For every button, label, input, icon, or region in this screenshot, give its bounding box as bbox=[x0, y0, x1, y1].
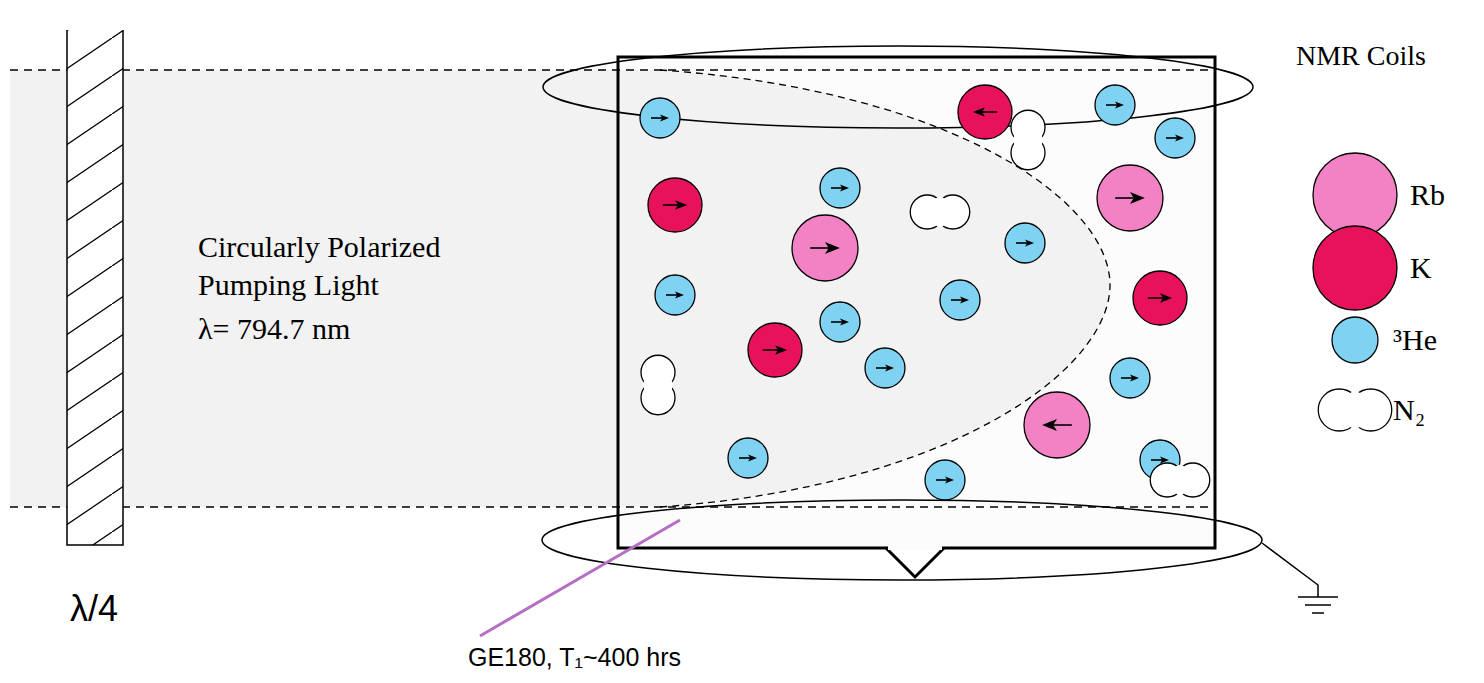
spin-arrowhead bbox=[1130, 374, 1139, 381]
atoms bbox=[640, 85, 1210, 500]
spin-arrowhead bbox=[660, 114, 669, 121]
spin-arrow bbox=[1051, 424, 1072, 426]
waveplate-label: λ/4 bbox=[70, 586, 118, 631]
k-atom bbox=[958, 85, 1012, 139]
spin-arrowhead bbox=[825, 242, 840, 254]
he-atom bbox=[1005, 223, 1045, 263]
beam-edge bbox=[10, 69, 1215, 70]
he-atom bbox=[640, 98, 680, 138]
ground-symbol bbox=[1312, 612, 1324, 614]
n2-overlap bbox=[1013, 132, 1044, 149]
spin-arrow bbox=[876, 367, 889, 369]
spin-arrowhead bbox=[840, 318, 849, 325]
k-atom bbox=[1133, 271, 1187, 325]
cell-wall bbox=[618, 57, 1215, 548]
spin-arrow bbox=[1115, 197, 1136, 199]
legend-marks bbox=[1313, 153, 1397, 431]
spin-arrow bbox=[810, 247, 831, 249]
spin-arrowhead bbox=[675, 291, 684, 298]
legend-text: ³He bbox=[1393, 321, 1437, 359]
spin-arrowhead bbox=[1115, 101, 1124, 108]
n2-overlap bbox=[932, 197, 949, 228]
spin-arrowhead bbox=[973, 107, 985, 117]
spin-arrowhead bbox=[1130, 192, 1145, 204]
pump-profile bbox=[660, 70, 1110, 507]
n2-overlap bbox=[1345, 391, 1366, 429]
legend-swatch bbox=[1313, 226, 1397, 310]
spin-arrow bbox=[1016, 242, 1029, 244]
n2-overlap bbox=[643, 377, 674, 394]
legend-text: N₂ bbox=[1393, 391, 1425, 429]
spin-arrow bbox=[1166, 137, 1179, 139]
spin-arrowhead bbox=[885, 364, 894, 371]
spin-arrow bbox=[739, 457, 752, 459]
beam-edge bbox=[10, 506, 1215, 507]
spin-arrow bbox=[763, 349, 780, 351]
waveplate bbox=[67, 30, 123, 545]
spin-arrow bbox=[1106, 104, 1119, 106]
spin-arrow bbox=[951, 299, 964, 301]
he-atom bbox=[820, 302, 860, 342]
waveplate-hatch bbox=[67, 30, 123, 545]
spin-arrow bbox=[980, 111, 997, 113]
he-atom bbox=[1110, 358, 1150, 398]
legend-swatch bbox=[1332, 317, 1378, 363]
wavelength-label: λ= 794.7 nm bbox=[198, 310, 350, 348]
cell-interior bbox=[618, 57, 1215, 548]
cell-label: GE180, T₁~400 hrs bbox=[468, 642, 681, 673]
spin-arrow bbox=[651, 117, 664, 119]
spin-arrowhead bbox=[775, 345, 787, 355]
beam-label: Circularly Polarized Pumping Light bbox=[198, 228, 548, 303]
spin-arrowhead bbox=[945, 476, 954, 483]
ground-wire bbox=[1262, 543, 1318, 597]
spin-arrow bbox=[936, 479, 949, 481]
he-atom bbox=[865, 348, 905, 388]
spin-arrow bbox=[663, 204, 680, 206]
rb-atom bbox=[1097, 165, 1163, 231]
rb-atom bbox=[1024, 392, 1090, 458]
spin-arrow bbox=[1121, 377, 1134, 379]
rb-atom bbox=[792, 215, 858, 281]
he-atom bbox=[728, 438, 768, 478]
legend-text: Rb bbox=[1410, 176, 1445, 214]
n2-overlap bbox=[1172, 465, 1189, 496]
he-atom bbox=[1095, 85, 1135, 125]
cell-stem bbox=[886, 548, 944, 577]
k-atom bbox=[648, 178, 702, 232]
spin-arrow bbox=[1151, 459, 1164, 461]
spin-arrow bbox=[831, 187, 844, 189]
spin-arrow bbox=[831, 321, 844, 323]
waveplate-outline bbox=[67, 30, 123, 545]
ground-symbol bbox=[1305, 604, 1331, 606]
stem-opening bbox=[888, 546, 942, 550]
spin-arrowhead bbox=[1025, 239, 1034, 246]
illuminated-region bbox=[618, 70, 1110, 507]
nmr-coil bbox=[542, 500, 1262, 580]
k-atom bbox=[748, 323, 802, 377]
leader-line bbox=[480, 520, 680, 636]
spin-arrowhead bbox=[840, 184, 849, 191]
spin-arrow bbox=[1148, 297, 1165, 299]
spin-arrowhead bbox=[960, 296, 969, 303]
spin-arrowhead bbox=[675, 200, 687, 210]
spin-arrowhead bbox=[1160, 293, 1172, 303]
legend-text: K bbox=[1410, 249, 1432, 287]
he-atom bbox=[925, 460, 965, 500]
spin-arrow bbox=[666, 294, 679, 296]
he-atom bbox=[655, 275, 695, 315]
coil-label: NMR Coils bbox=[1296, 38, 1426, 73]
legend-swatch bbox=[1313, 153, 1397, 237]
he-atom bbox=[1155, 118, 1195, 158]
ground-symbol bbox=[1298, 596, 1338, 598]
he-atom bbox=[820, 168, 860, 208]
spin-arrowhead bbox=[748, 454, 757, 461]
spin-arrowhead bbox=[1175, 134, 1184, 141]
spin-arrowhead bbox=[1042, 419, 1057, 431]
he-atom bbox=[940, 280, 980, 320]
